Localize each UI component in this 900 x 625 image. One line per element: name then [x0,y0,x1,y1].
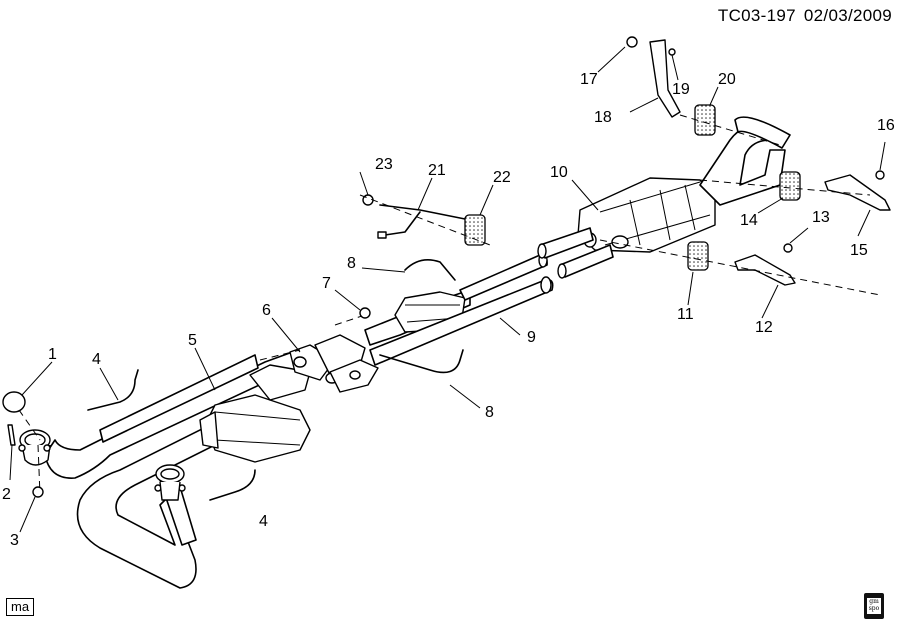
callout-11[interactable]: 11 [677,306,694,323]
diagram-id: TC03-197 [717,6,796,25]
callout-16[interactable]: 16 [877,117,895,134]
callout-4-upper[interactable]: 4 [92,351,101,368]
callout-17[interactable]: 17 [580,71,598,88]
callout-8-upper[interactable]: 8 [347,255,356,272]
callout-13[interactable]: 13 [812,209,830,226]
hanger-15 [824,170,891,211]
diagram-header: TC03-197 02/03/2009 [710,6,892,26]
front-flange-right [154,464,186,501]
callout-10[interactable]: 10 [550,164,568,181]
small-hardware [2,307,371,498]
front-pipe [44,349,301,479]
callout-19[interactable]: 19 [672,81,690,98]
hanger-bracket [626,36,681,118]
leader-lines [9,46,886,533]
callout-4-lower[interactable]: 4 [259,513,268,530]
callout-2[interactable]: 2 [2,486,11,503]
callout-7[interactable]: 7 [322,275,331,292]
hanger-12 [734,243,796,286]
diagram-date: 02/03/2009 [803,6,892,25]
catalytic-converter-front [199,394,311,463]
front-flange-left [18,429,51,466]
callout-6[interactable]: 6 [262,302,271,319]
callout-1[interactable]: 1 [48,346,57,363]
callout-3[interactable]: 3 [10,532,19,549]
callout-14[interactable]: 14 [740,212,758,229]
insulator-22 [464,214,486,246]
callout-18[interactable]: 18 [594,109,612,126]
callout-8-lower[interactable]: 8 [485,404,494,421]
callout-22[interactable]: 22 [493,169,511,186]
insulator-11 [687,241,709,271]
gm-spo-logo-icon: gm spo [864,593,884,619]
callout-23[interactable]: 23 [375,156,393,173]
callout-12[interactable]: 12 [755,319,773,336]
gm-spo-logo-text: gm spo [867,598,881,614]
gm-logo-line1: gm [869,598,879,605]
callout-15[interactable]: 15 [850,242,868,259]
callout-9[interactable]: 9 [527,329,536,346]
tailpipe [699,116,791,206]
oxygen-sensors [87,259,464,501]
manifold-flanges [249,334,379,401]
callout-20[interactable]: 20 [718,71,736,88]
ma-badge: ma [6,598,35,616]
insulator-14 [779,171,801,201]
gm-logo-line2: spo [868,605,880,612]
callout-21[interactable]: 21 [428,162,446,179]
callout-5[interactable]: 5 [188,332,197,349]
